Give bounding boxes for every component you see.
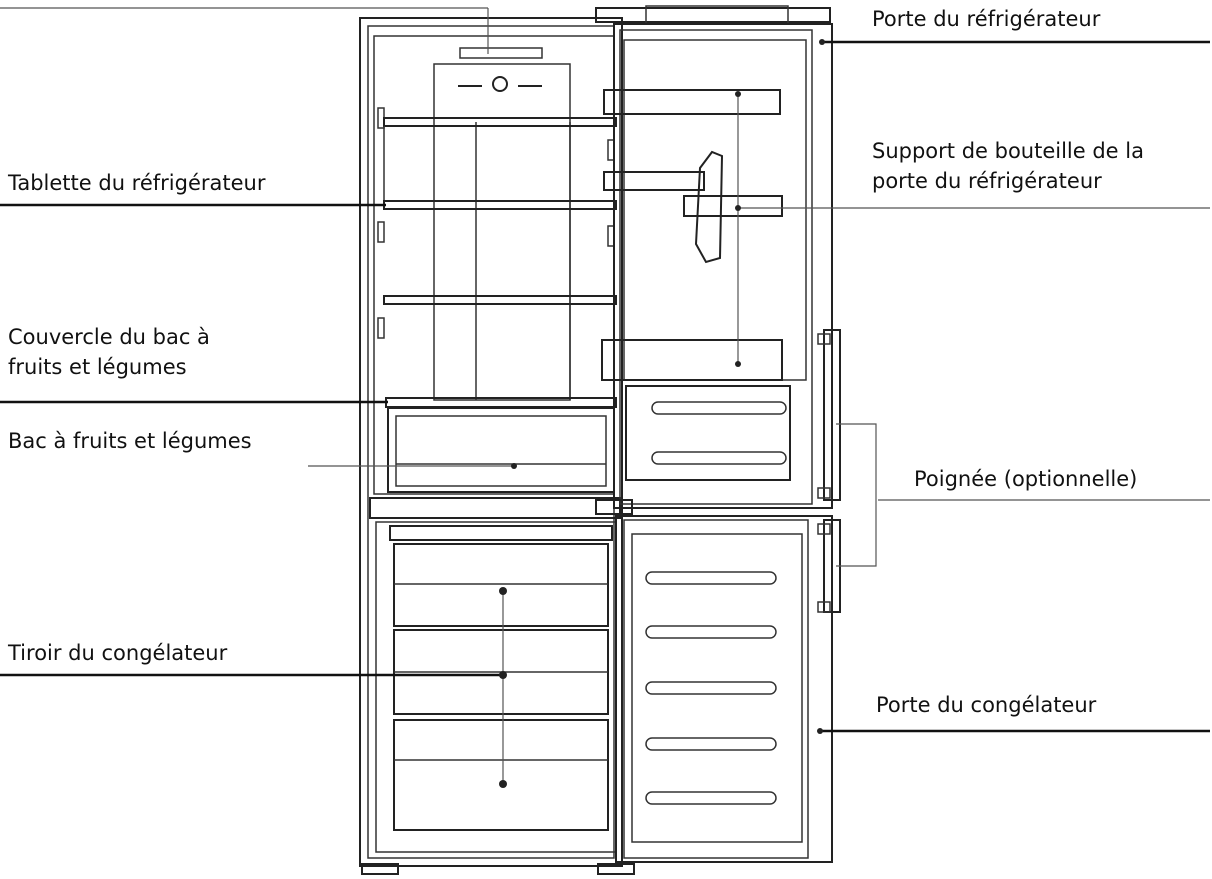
label-handle: Poignée (optionnelle) xyxy=(914,467,1138,491)
door-handle xyxy=(817,329,841,501)
freezer-door xyxy=(615,515,833,863)
label-crisper-cover: Couvercle du bac à fruits et légumes xyxy=(8,322,210,382)
crisper-drawer xyxy=(387,407,615,493)
label-bottle-support-line1: Support de bouteille de la xyxy=(872,139,1144,163)
label-crisper-cover-line1: Couvercle du bac à xyxy=(8,325,210,349)
fridge-shelf xyxy=(383,295,617,305)
fridge-door xyxy=(595,23,833,515)
compartment-divider xyxy=(369,497,621,519)
label-crisper-cover-line2: fruits et légumes xyxy=(8,355,187,379)
label-fridge-door: Porte du réfrigérateur xyxy=(872,7,1101,31)
fridge-shelf xyxy=(383,200,617,210)
label-bottle-support: Support de bouteille de la porte du réfr… xyxy=(872,136,1144,196)
freezer-drawer xyxy=(393,543,609,627)
freezer-drawer xyxy=(393,719,609,831)
label-freezer-door: Porte du congélateur xyxy=(876,693,1097,717)
label-shelf: Tablette du réfrigérateur xyxy=(8,171,266,195)
label-crisper: Bac à fruits et légumes xyxy=(8,429,252,453)
label-freezer-drawer: Tiroir du congélateur xyxy=(8,641,228,665)
label-bottle-support-line2: porte du réfrigérateur xyxy=(872,169,1102,193)
fridge-shelf xyxy=(383,117,617,200)
fridge-cabinet xyxy=(359,5,831,867)
freezer-compartment xyxy=(375,521,617,853)
